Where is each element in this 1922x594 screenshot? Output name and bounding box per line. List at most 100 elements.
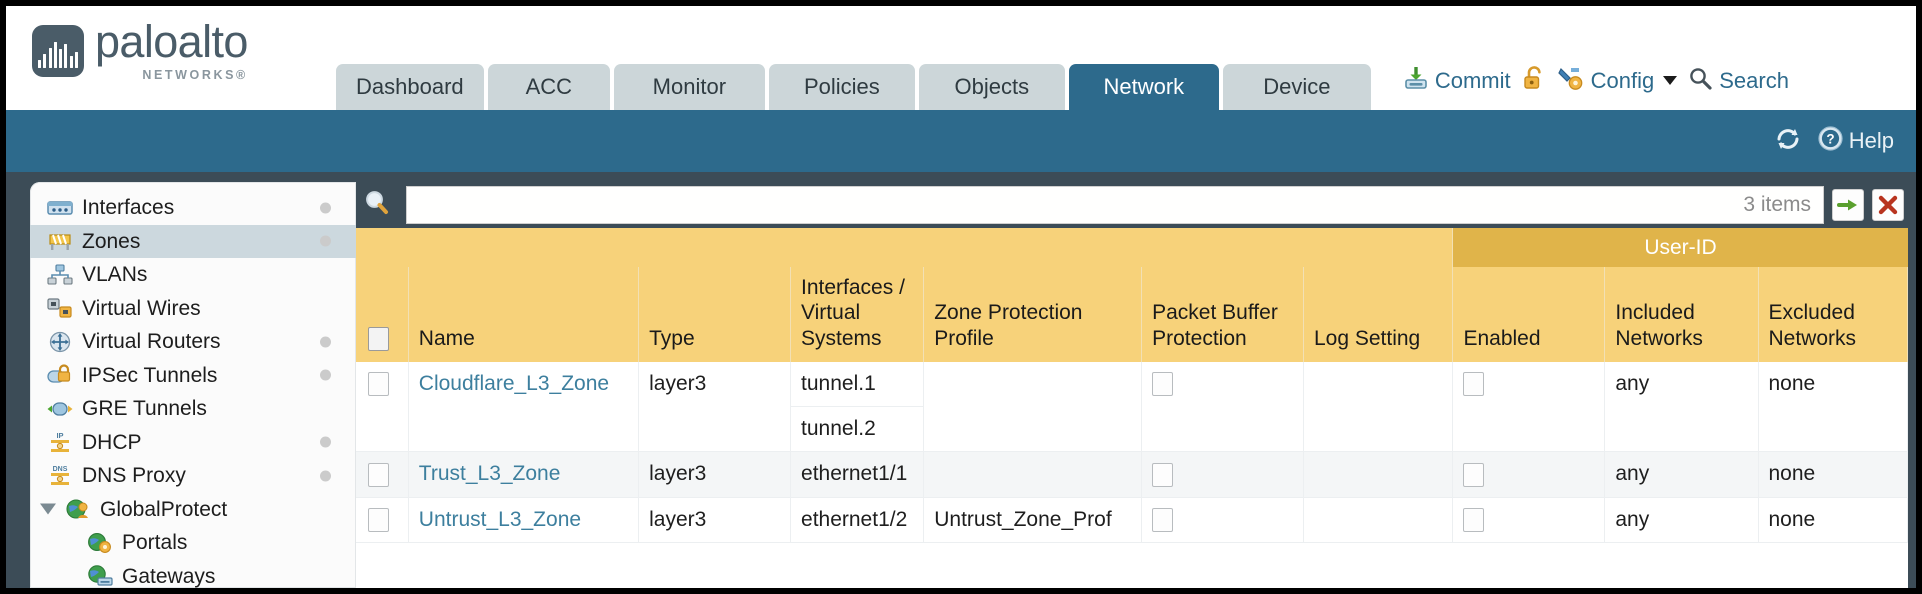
sidebar-item-interfaces[interactable]: Interfaces	[30, 191, 356, 225]
select-all-checkbox[interactable]	[368, 326, 389, 351]
brand-tagline: NETWORKS®	[142, 67, 248, 82]
cell-excluded-networks: none	[1758, 497, 1908, 543]
userid-enabled-checkbox[interactable]	[1463, 372, 1485, 397]
gre-tunnels-icon	[46, 398, 73, 420]
virtual-routers-icon	[46, 331, 73, 353]
packet-buffer-protection-checkbox[interactable]	[1152, 507, 1174, 532]
commit-button[interactable]: Commit	[1403, 65, 1511, 96]
column-header-included-networks[interactable]: Included Networks	[1604, 267, 1759, 362]
column-header-log-setting[interactable]: Log Setting	[1303, 267, 1454, 362]
hdr-line: Zone Protection	[934, 301, 1083, 325]
apply-filter-button[interactable]	[1832, 189, 1864, 221]
hdr-line: Networks	[1768, 326, 1857, 350]
cell-name: Untrust_L3_Zone	[408, 497, 640, 543]
cell-log-setting	[1303, 361, 1454, 453]
unlock-button[interactable]	[1522, 65, 1546, 96]
cell-excluded-networks: none	[1758, 451, 1908, 498]
sidebar-item-vlans[interactable]: VLANs	[30, 258, 356, 292]
sidebar-item-virtual-routers[interactable]: Virtual Routers	[30, 325, 356, 359]
portals-icon	[86, 532, 113, 554]
zones-table-container: User-ID Name Type Interfaces / Virtual	[356, 228, 1908, 588]
config-wrench-icon	[1557, 65, 1585, 96]
table-group-header-row: User-ID	[356, 228, 1908, 268]
zone-name-link[interactable]: Untrust_L3_Zone	[418, 507, 582, 531]
sidebar-item-label: DHCP	[82, 430, 142, 454]
table-row[interactable]: Trust_L3_Zone layer3 ethernet1/1	[356, 451, 1908, 498]
table-row[interactable]: Untrust_L3_Zone layer3 ethernet1/2 Untru…	[356, 497, 1908, 543]
row-checkbox[interactable]	[368, 372, 389, 397]
row-checkbox[interactable]	[368, 507, 389, 532]
tab-acc[interactable]: ACC	[487, 63, 610, 110]
hdr-line: Packet Buffer	[1152, 301, 1278, 325]
column-header-packet-buffer-protection[interactable]: Packet Buffer Protection	[1141, 267, 1304, 362]
userid-enabled-checkbox[interactable]	[1463, 462, 1485, 487]
sidebar-item-label: VLANs	[82, 263, 148, 287]
table-row[interactable]: Cloudflare_L3_Zone layer3 tunnel.1 tunne…	[356, 361, 1908, 453]
cell-type: layer3	[638, 361, 792, 453]
sidebar-item-virtual-wires[interactable]: Virtual Wires	[30, 292, 356, 326]
userid-enabled-checkbox[interactable]	[1463, 507, 1485, 532]
row-select-cell	[356, 497, 409, 543]
hdr-line: Profile	[934, 326, 994, 350]
cell-excluded-networks: none	[1758, 361, 1908, 453]
help-question-icon: ?	[1817, 125, 1844, 157]
row-select-cell	[356, 361, 409, 453]
sidebar-item-globalprotect[interactable]: GlobalProtect	[30, 493, 356, 527]
cell-log-setting	[1303, 451, 1454, 498]
cell-zone-protection-profile	[923, 451, 1143, 498]
clear-filter-button[interactable]	[1872, 189, 1904, 221]
sidebar-item-portals[interactable]: Portals	[30, 526, 356, 560]
table-header-row: Name Type Interfaces / Virtual Systems Z…	[356, 267, 1908, 362]
config-button[interactable]: Config	[1557, 65, 1678, 96]
refresh-icon[interactable]	[1773, 126, 1803, 157]
main-nav-tabs: Dashboard ACC Monitor Policies Objects N…	[335, 6, 1375, 110]
hdr-line: Virtual	[801, 301, 861, 325]
dhcp-icon: IP	[46, 431, 73, 453]
sidebar-item-ipsec-tunnels[interactable]: IPSec Tunnels	[30, 359, 356, 393]
column-header-name[interactable]: Name	[408, 267, 640, 362]
cell-type: layer3	[638, 497, 792, 543]
column-header-type[interactable]: Type	[638, 267, 792, 362]
row-checkbox[interactable]	[368, 462, 389, 487]
expand-triangle-icon[interactable]	[40, 503, 56, 515]
tab-device[interactable]: Device	[1222, 63, 1371, 110]
status-dot	[320, 336, 331, 348]
cell-interfaces: ethernet1/2	[790, 497, 925, 543]
search-icon[interactable]	[360, 188, 398, 223]
search-button[interactable]: Search	[1688, 66, 1789, 96]
sidebar-item-gre-tunnels[interactable]: GRE Tunnels	[30, 392, 356, 426]
status-dot	[320, 369, 331, 381]
sidebar-item-gateways[interactable]: Gateways	[30, 560, 356, 589]
zone-name-link[interactable]: Cloudflare_L3_Zone	[418, 371, 610, 395]
column-header-excluded-networks[interactable]: Excluded Networks	[1758, 267, 1908, 362]
cell-userid-enabled	[1452, 451, 1606, 498]
sidebar-item-label: DNS Proxy	[82, 464, 186, 488]
sidebar-item-dns-proxy[interactable]: DNS DNS Proxy	[30, 459, 356, 493]
tab-monitor[interactable]: Monitor	[613, 63, 765, 110]
sidebar-item-label: Interfaces	[82, 196, 175, 220]
zones-table: User-ID Name Type Interfaces / Virtual	[356, 228, 1908, 543]
tab-network[interactable]: Network	[1068, 63, 1219, 110]
tab-dashboard[interactable]: Dashboard	[335, 63, 484, 110]
sidebar-item-label: Virtual Wires	[82, 296, 201, 320]
paloalto-logo-icon	[32, 25, 84, 77]
packet-buffer-protection-checkbox[interactable]	[1152, 462, 1174, 487]
column-header-zone-protection-profile[interactable]: Zone Protection Profile	[923, 267, 1143, 362]
tab-objects[interactable]: Objects	[918, 63, 1065, 110]
column-header-userid-enabled[interactable]: Enabled	[1452, 267, 1606, 362]
sidebar-list: Interfaces Zones VLANs	[30, 182, 356, 588]
packet-buffer-protection-checkbox[interactable]	[1152, 372, 1174, 397]
sidebar-item-label: IPSec Tunnels	[82, 363, 218, 387]
chevron-down-icon[interactable]	[1663, 76, 1678, 85]
help-button[interactable]: ? Help	[1817, 125, 1894, 157]
filter-input[interactable]: 3 items	[406, 186, 1824, 224]
item-count-label: 3 items	[1743, 193, 1811, 216]
group-header-spacer	[356, 228, 1453, 268]
cell-zone-protection-profile: Untrust_Zone_Prof	[923, 497, 1143, 543]
sidebar-item-dhcp[interactable]: IP DHCP	[30, 426, 356, 460]
column-header-interfaces[interactable]: Interfaces / Virtual Systems	[790, 267, 925, 362]
cell-interfaces: ethernet1/1	[790, 451, 925, 498]
tab-policies[interactable]: Policies	[768, 63, 915, 110]
zone-name-link[interactable]: Trust_L3_Zone	[418, 462, 561, 486]
sidebar-item-zones[interactable]: Zones	[30, 224, 356, 258]
